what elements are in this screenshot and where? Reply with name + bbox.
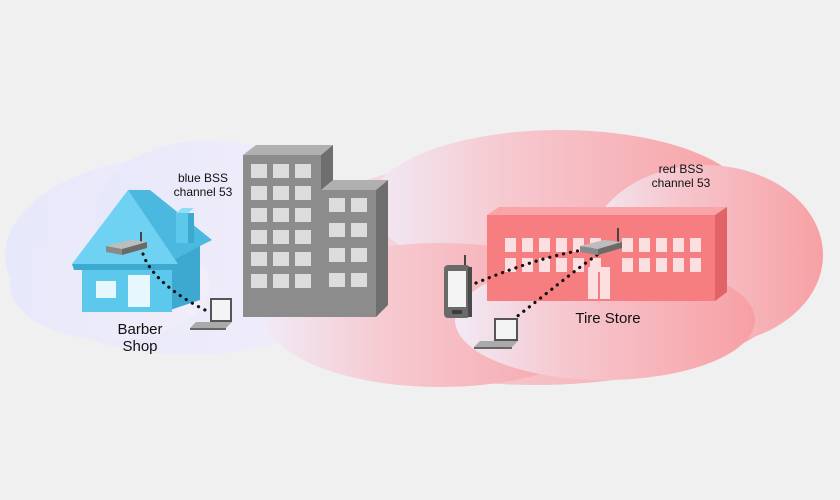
building-window xyxy=(251,230,267,244)
store-window xyxy=(622,258,633,272)
house-icon xyxy=(72,190,212,312)
building-window xyxy=(251,274,267,288)
building-window xyxy=(351,198,367,212)
laptop-icon xyxy=(190,298,232,330)
building-window xyxy=(273,230,289,244)
store-window xyxy=(522,238,533,252)
store-door xyxy=(600,267,610,299)
building-window xyxy=(295,274,311,288)
building-window xyxy=(251,252,267,266)
building-window xyxy=(251,164,267,178)
tire-store-label: Tire Store xyxy=(575,310,641,327)
building-window xyxy=(329,273,345,287)
store-window xyxy=(539,258,550,272)
store-window xyxy=(505,238,516,252)
building-window xyxy=(273,252,289,266)
building-window xyxy=(295,164,311,178)
store-window xyxy=(622,238,633,252)
store-window xyxy=(690,258,701,272)
store-window xyxy=(656,238,667,252)
pda-icon xyxy=(444,255,472,318)
building-window xyxy=(295,230,311,244)
blue-bss-label: blue BSS channel 53 xyxy=(168,171,238,200)
building-window xyxy=(273,208,289,222)
store-window xyxy=(539,238,550,252)
barber-shop-label-line2: Shop xyxy=(122,338,158,356)
red-bss-name: red BSS xyxy=(658,162,704,176)
barber-shop-label: Barber Shop xyxy=(100,321,180,356)
building-window xyxy=(273,164,289,178)
barber-shop-label-line1: Barber xyxy=(117,321,163,338)
red-bss-channel: channel 53 xyxy=(651,175,711,190)
store-window xyxy=(556,238,567,252)
store-door xyxy=(588,267,598,299)
store-window xyxy=(673,258,684,272)
access-point-icon xyxy=(580,228,622,255)
store-window xyxy=(573,238,584,252)
office-building-windows xyxy=(251,164,311,288)
blue-bss-channel: channel 53 xyxy=(173,184,233,199)
blue-bss-name: blue BSS xyxy=(177,171,229,185)
store-window xyxy=(639,238,650,252)
store-window xyxy=(690,238,701,252)
laptop-icon xyxy=(474,318,518,349)
building-window xyxy=(273,186,289,200)
building-window xyxy=(329,198,345,212)
building-window xyxy=(295,186,311,200)
blue-ap-to-laptop-link xyxy=(141,252,207,312)
building-window xyxy=(295,208,311,222)
store-window xyxy=(590,258,601,272)
building-window xyxy=(251,208,267,222)
building-window xyxy=(329,223,345,237)
red-bss-label: red BSS channel 53 xyxy=(646,162,716,191)
building-window xyxy=(351,248,367,262)
red-ap-to-laptop-link xyxy=(513,253,599,320)
building-window xyxy=(295,252,311,266)
store-window xyxy=(573,258,584,272)
building-window xyxy=(329,248,345,262)
store-window xyxy=(522,258,533,272)
building-window xyxy=(351,223,367,237)
building-window xyxy=(351,273,367,287)
store-window xyxy=(505,258,516,272)
tire-store-windows xyxy=(505,238,701,299)
store-window xyxy=(673,238,684,252)
office-building-short-windows xyxy=(329,198,367,287)
store-window xyxy=(656,258,667,272)
store-window xyxy=(556,258,567,272)
building-window xyxy=(251,186,267,200)
building-window xyxy=(273,274,289,288)
access-point-icon xyxy=(106,232,147,255)
store-window xyxy=(639,258,650,272)
